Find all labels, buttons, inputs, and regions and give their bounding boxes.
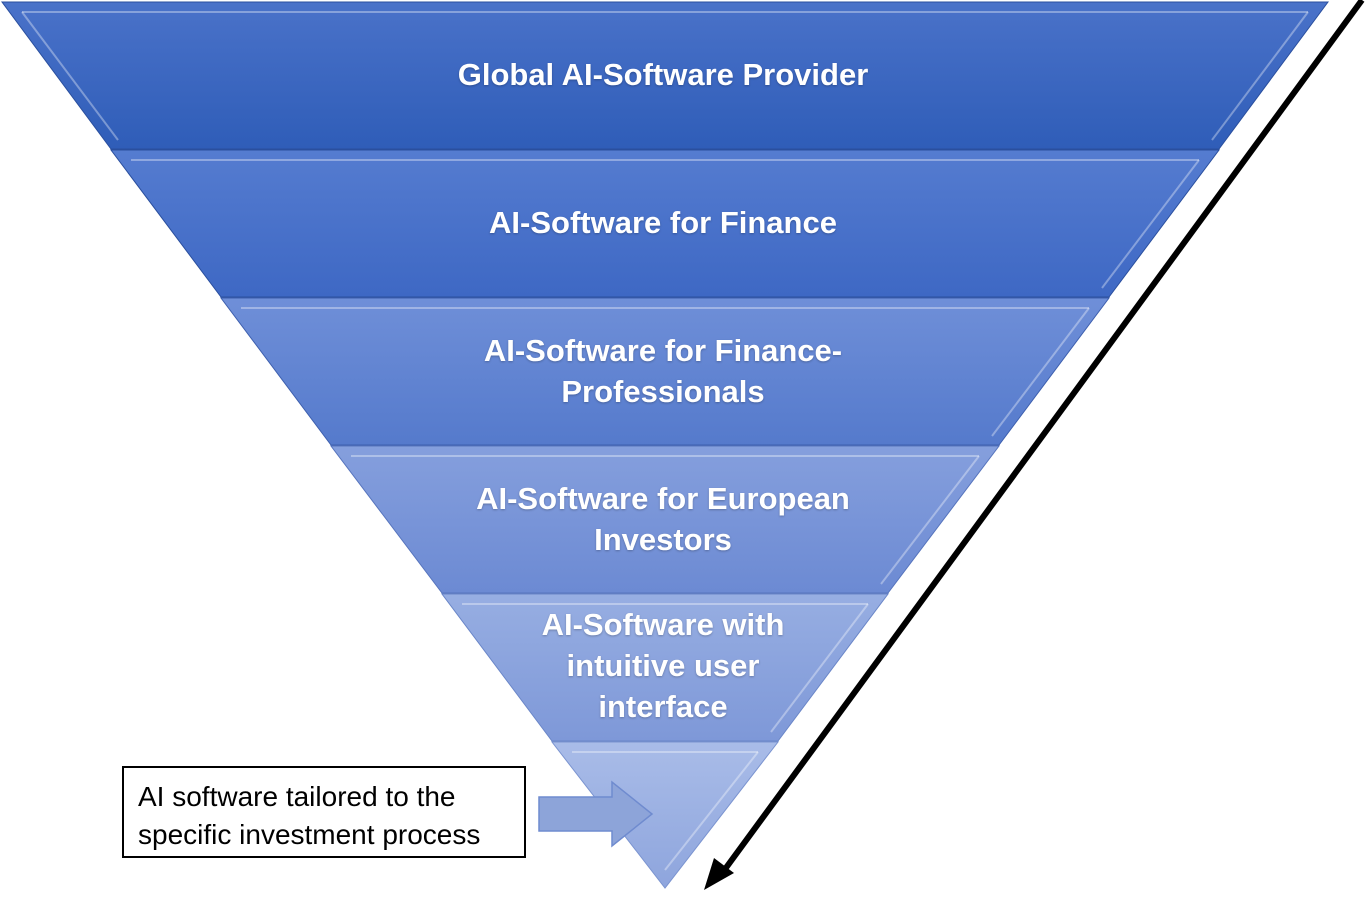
direction-arrow (704, 0, 1365, 890)
funnel-layer-5 (441, 593, 889, 742)
funnel-layer-4 (329, 445, 1001, 594)
funnel-layer-3 (220, 297, 1110, 446)
layer-2-label: AI-Software for Finance (489, 205, 837, 240)
layer-1-label: Global AI-Software Provider (457, 57, 869, 92)
funnel-layers (1, 1, 1329, 889)
funnel-layer-1 (1, 1, 1329, 150)
callout-pointer-arrow (538, 780, 654, 848)
layer-4-label: AI-Software for European Investors (476, 481, 850, 557)
layer-3-label: AI-Software for Finance- Professionals (483, 333, 843, 409)
callout-box: AI software tailored to the specific inv… (122, 766, 526, 858)
funnel-layer-2 (110, 149, 1220, 298)
layer-5-label: AI-Software with intuitive user interfac… (541, 607, 785, 724)
direction-arrowhead (704, 858, 734, 890)
